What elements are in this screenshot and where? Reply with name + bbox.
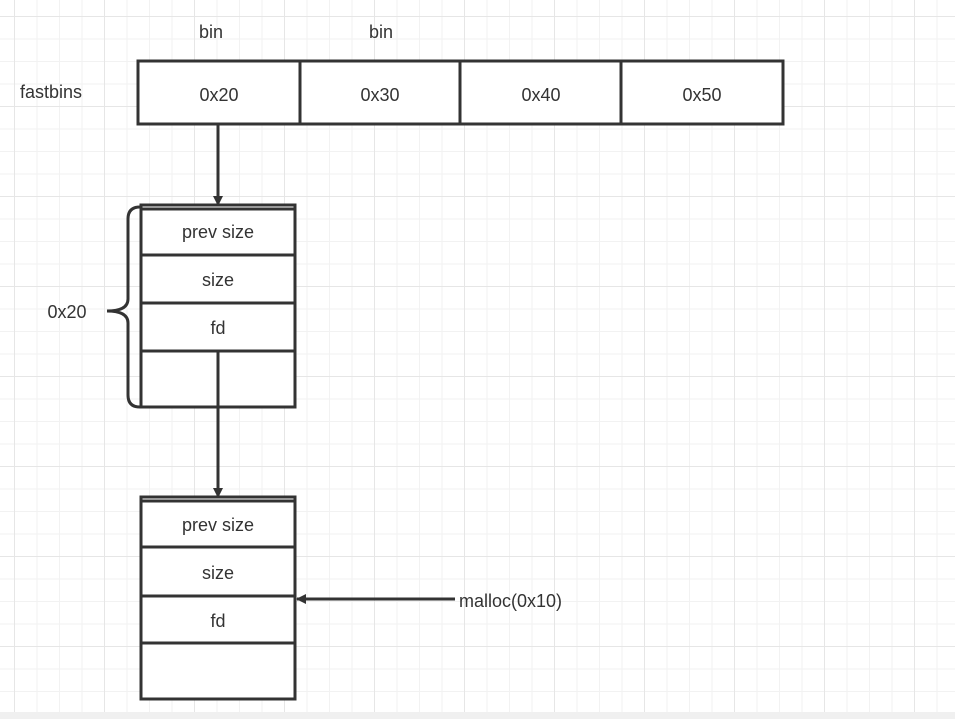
malloc-label: malloc(0x10)	[459, 591, 562, 611]
brace-icon	[106, 205, 141, 409]
fastbin-0x40: 0x40	[521, 85, 560, 105]
chunk-size-label: 0x20	[47, 302, 86, 322]
fastbin-0x50: 0x50	[682, 85, 721, 105]
fastbin-0x20: 0x20	[199, 85, 238, 105]
fastbin-0x30: 0x30	[360, 85, 399, 105]
chunk2-fd: fd	[210, 611, 225, 631]
chunk2-size: size	[202, 563, 234, 583]
fastbins-label: fastbins	[20, 82, 82, 102]
fastbins-array: 0x20 0x30 0x40 0x50	[136, 59, 785, 126]
bin-label-2: bin	[369, 22, 393, 42]
bin-label-1: bin	[199, 22, 223, 42]
chunk1-fd: fd	[210, 318, 225, 338]
chunk-2: prev size size fd	[139, 495, 297, 701]
bottom-strip	[0, 712, 955, 719]
chunk2-box	[139, 495, 297, 701]
chunk1-size: size	[202, 270, 234, 290]
chunk1-prev-size: prev size	[182, 222, 254, 242]
chunk2-prev-size: prev size	[182, 515, 254, 535]
